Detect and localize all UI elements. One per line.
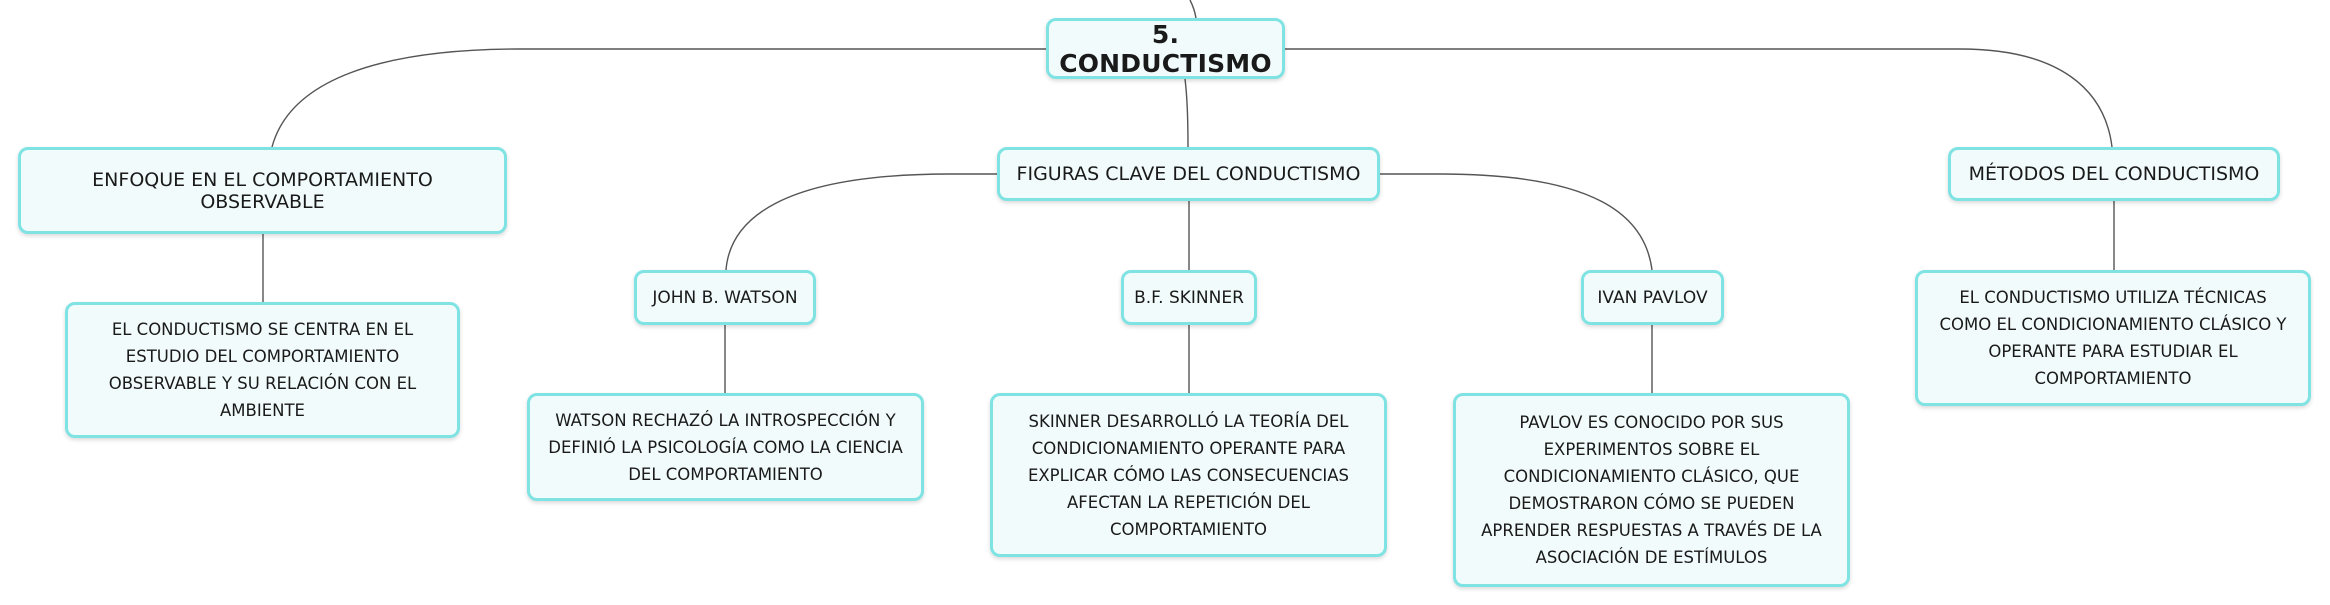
description-node-pavlov[interactable]: PAVLOV ES CONOCIDO POR SUS EXPERIMENTOS … <box>1453 393 1850 587</box>
description-text-skinner: SKINNER DESARROLLÓ LA TEORÍA DEL CONDICI… <box>1027 411 1350 539</box>
topic-node-enfoque[interactable]: ENFOQUE EN EL COMPORTAMIENTO OBSERVABLE <box>18 147 507 234</box>
connector-parent-to-root <box>1189 0 1197 19</box>
subtopic-node-watson[interactable]: JOHN B. WATSON <box>634 270 816 325</box>
description-node-metodos[interactable]: EL CONDUCTISMO UTILIZA TÉCNICAS COMO EL … <box>1915 270 2311 406</box>
connector-figuras-to-watson <box>725 173 997 271</box>
description-node-skinner[interactable]: SKINNER DESARROLLÓ LA TEORÍA DEL CONDICI… <box>990 393 1387 557</box>
subtopic-node-skinner[interactable]: B.F. SKINNER <box>1121 270 1257 325</box>
description-text-enfoque: EL CONDUCTISMO SE CENTRA EN EL ESTUDIO D… <box>108 320 417 420</box>
subtopic-label-pavlov: IVAN PAVLOV <box>1597 287 1708 308</box>
topic-label-enfoque: ENFOQUE EN EL COMPORTAMIENTO OBSERVABLE <box>92 168 433 213</box>
description-node-enfoque[interactable]: EL CONDUCTISMO SE CENTRA EN EL ESTUDIO D… <box>65 302 460 438</box>
connector-figuras-to-pavlov <box>1380 173 1653 271</box>
description-text-metodos: EL CONDUCTISMO UTILIZA TÉCNICAS COMO EL … <box>1939 288 2287 388</box>
topic-label-metodos: MÉTODOS DEL CONDUCTISMO <box>1968 163 2260 185</box>
connector-root-to-enfoque <box>271 48 1046 148</box>
description-text-pavlov: PAVLOV ES CONOCIDO POR SUS EXPERIMENTOS … <box>1481 413 1822 567</box>
description-text-watson: WATSON RECHAZÓ LA INTROSPECCIÓN Y DEFINI… <box>548 410 903 484</box>
subtopic-label-watson: JOHN B. WATSON <box>652 287 798 308</box>
connector-root-to-metodos <box>1285 48 2113 148</box>
root-topic-label: 5. CONDUCTISMO <box>1059 19 1272 78</box>
root-topic-node[interactable]: 5. CONDUCTISMO <box>1046 18 1285 79</box>
subtopic-label-skinner: B.F. SKINNER <box>1134 287 1244 308</box>
topic-node-metodos[interactable]: MÉTODOS DEL CONDUCTISMO <box>1948 147 2280 201</box>
description-node-watson[interactable]: WATSON RECHAZÓ LA INTROSPECCIÓN Y DEFINI… <box>527 393 924 501</box>
connector-root-to-figuras <box>1184 78 1189 148</box>
subtopic-node-pavlov[interactable]: IVAN PAVLOV <box>1581 270 1724 325</box>
topic-node-figuras[interactable]: FIGURAS CLAVE DEL CONDUCTISMO <box>997 147 1380 201</box>
topic-label-figuras: FIGURAS CLAVE DEL CONDUCTISMO <box>1016 163 1361 185</box>
